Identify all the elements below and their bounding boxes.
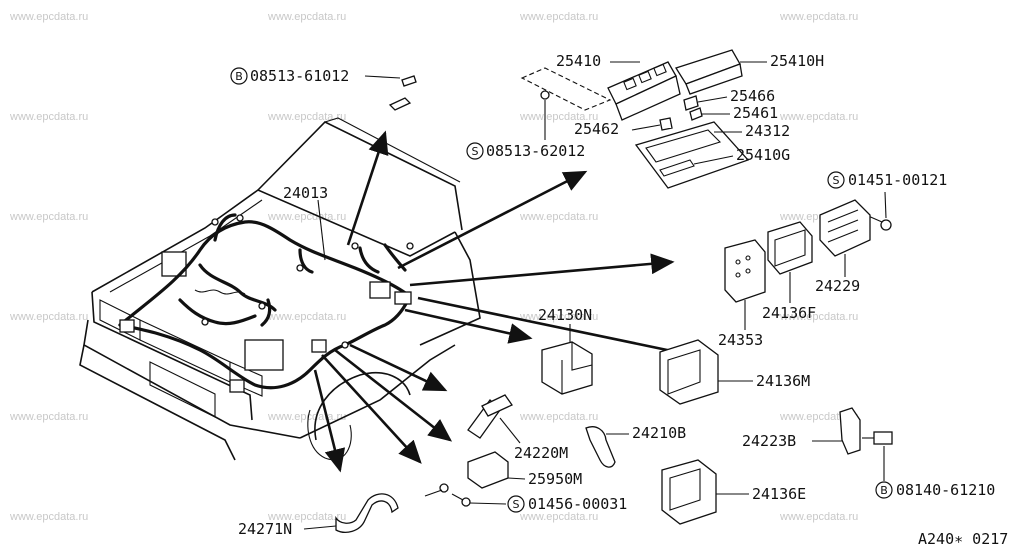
main-harness: [118, 213, 414, 393]
callout-25950m: 25950M: [507, 470, 582, 488]
watermark: www.epcdata.ru: [9, 511, 88, 523]
callout-label: 08513-61012: [250, 67, 349, 85]
callout-label: 25410H: [770, 52, 824, 70]
callout-label: 24220M: [514, 444, 568, 462]
screw-badge-icon: [507, 495, 525, 513]
watermark: www.epcdata.ru: [267, 211, 346, 223]
callout-label: 25466: [730, 87, 775, 105]
watermark: www.epcdata.ru: [9, 411, 88, 423]
callout-label: 08140-61210: [896, 481, 995, 499]
watermark: www.epcdata.ru: [779, 511, 858, 523]
callout-badge: S: [833, 174, 840, 187]
screw-badge-icon: [827, 171, 845, 189]
callout-badge: B: [235, 70, 243, 83]
callout-24136f: 24136F: [762, 272, 816, 322]
callout-label: 24223B: [742, 432, 796, 450]
callouts: B 08513-61012 S 08513-62012 25410 25410H…: [230, 52, 1008, 548]
watermark: www.epcdata.ru: [267, 111, 346, 123]
callout-label: 25410G: [736, 146, 790, 164]
callout-label: 01456-00031: [528, 495, 627, 513]
watermark: www.epcdata.ru: [519, 311, 598, 323]
callout-b-08140-61210: B 08140-61210: [875, 446, 995, 499]
callout-s-01456-00031: S 01456-00031: [469, 495, 627, 513]
callout-label: 25461: [733, 104, 778, 122]
callout-label: 24130N: [538, 306, 592, 324]
callout-b-08513-61012: B 08513-61012: [230, 67, 401, 85]
callout-badge: B: [880, 484, 888, 497]
callout-25410g: 25410G: [693, 146, 790, 165]
callout-25461: 25461: [702, 104, 778, 122]
leader-arrows: [313, 130, 718, 473]
screw-badge-icon: [466, 142, 484, 160]
watermark: www.epcdata.ru: [519, 11, 598, 23]
watermark: www.epcdata.ru: [519, 211, 598, 223]
watermark: www.epcdata.ru: [267, 311, 346, 323]
callout-24220m: 24220M: [499, 417, 568, 462]
watermark: www.epcdata.ru: [779, 11, 858, 23]
callout-25410: 25410: [556, 52, 640, 70]
watermark: www.epcdata.ru: [9, 311, 88, 323]
watermark: www.epcdata.ru: [519, 511, 598, 523]
callout-label: 25410: [556, 52, 601, 70]
watermark: www.epcdata.ru: [9, 211, 88, 223]
callout-label: 24353: [718, 331, 763, 349]
callout-24210b: 24210B: [606, 424, 686, 442]
callout-24136m: 24136M: [718, 372, 810, 390]
callout-24271n: 24271N: [238, 520, 337, 538]
callout-label: 24136E: [752, 485, 806, 503]
callout-label: 24136F: [762, 304, 816, 322]
callout-24130n: 24130N: [538, 306, 592, 342]
battery-icon: [244, 339, 284, 371]
callout-24013: 24013: [283, 184, 328, 202]
watermark: www.epcdata.ru: [779, 411, 858, 423]
parts: [335, 49, 893, 533]
bolt-badge-icon: [875, 481, 893, 499]
callout-label: 24013: [283, 184, 328, 202]
watermark-layer: www.epcdata.ru www.epcdata.ru www.epcdat…: [9, 11, 858, 523]
callout-s-01451-00121: S 01451-00121: [827, 171, 947, 219]
watermark: www.epcdata.ru: [9, 111, 88, 123]
diagram-code: A240∗ 0217: [918, 530, 1008, 548]
callout-label: 24136M: [756, 372, 810, 390]
callout-25410h: 25410H: [740, 52, 824, 70]
car-body: [79, 117, 481, 461]
callout-24353: 24353: [718, 300, 763, 349]
callout-label: 01451-00121: [848, 171, 947, 189]
callout-label: 25950M: [528, 470, 582, 488]
watermark: www.epcdata.ru: [519, 111, 598, 123]
callout-label: 24229: [815, 277, 860, 295]
callout-s-08513-62012: S 08513-62012: [466, 100, 585, 160]
callout-label: 08513-62012: [486, 142, 585, 160]
watermark: www.epcdata.ru: [267, 511, 346, 523]
callout-24223b: 24223B: [742, 432, 842, 450]
callout-label: 24210B: [632, 424, 686, 442]
watermark: www.epcdata.ru: [779, 111, 858, 123]
callout-24229: 24229: [815, 254, 860, 295]
callout-label: 24312: [745, 122, 790, 140]
watermark: www.epcdata.ru: [779, 311, 858, 323]
callout-badge: S: [513, 498, 520, 511]
callout-25462: 25462: [574, 120, 661, 138]
bolt-badge-icon: [230, 67, 248, 85]
callout-label: 25462: [574, 120, 619, 138]
watermark: www.epcdata.ru: [9, 11, 88, 23]
callout-25466: 25466: [697, 87, 775, 105]
callout-label: 24271N: [238, 520, 292, 538]
watermark: www.epcdata.ru: [519, 411, 598, 423]
callout-badge: S: [472, 145, 479, 158]
watermark: www.epcdata.ru: [267, 11, 346, 23]
callout-24312: 24312: [714, 122, 790, 140]
callout-24136e: 24136E: [716, 485, 806, 503]
